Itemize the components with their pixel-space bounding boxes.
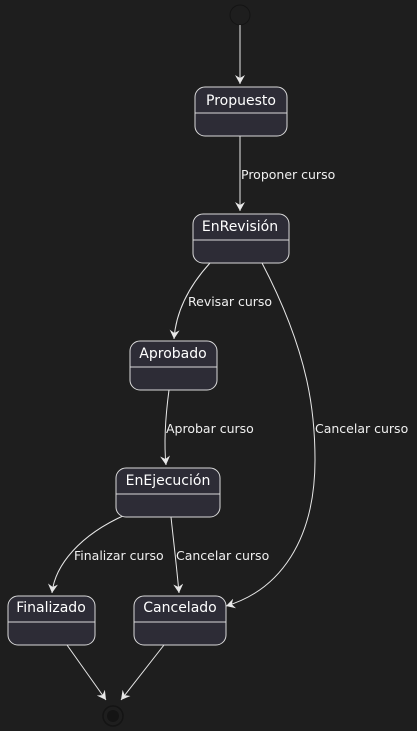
edge-label-cancelar-curso-ejecucion: Cancelar curso xyxy=(176,548,269,563)
edge-aprobado-enejecucion xyxy=(160,389,171,466)
edge-enejecucion-finalizado xyxy=(47,514,126,594)
edge-enejecucion-cancelado xyxy=(170,516,184,594)
state-aprobado: Aprobado xyxy=(129,340,218,391)
state-finalizado: Finalizado xyxy=(7,595,96,646)
edge-label-finalizar-curso: Finalizar curso xyxy=(74,548,164,563)
state-label-propuesto: Propuesto xyxy=(206,93,276,109)
edge-cancelado-end xyxy=(120,644,165,701)
state-enrevision: EnRevisión xyxy=(192,213,290,264)
state-label-cancelado: Cancelado xyxy=(143,600,216,616)
state-label-enrevision: EnRevisión xyxy=(202,219,278,235)
edge-enrevision-cancelado xyxy=(225,262,316,609)
edge-finalizado-end xyxy=(66,644,107,701)
state-label-enejecucion: EnEjecución xyxy=(126,473,211,489)
edge-enrevision-aprobado xyxy=(169,262,211,340)
state-enejecucion: EnEjecución xyxy=(115,467,221,518)
state-cancelado: Cancelado xyxy=(133,595,227,646)
edge-label-proponer-curso: Proponer curso xyxy=(241,167,335,182)
state-propuesto: Propuesto xyxy=(194,86,288,137)
state-label-finalizado: Finalizado xyxy=(16,600,86,616)
initial-state-node xyxy=(229,4,251,26)
edge-label-revisar-curso: Revisar curso xyxy=(188,294,272,309)
edge-label-cancelar-curso-revision: Cancelar curso xyxy=(315,421,408,436)
edge-label-aprobar-curso: Aprobar curso xyxy=(166,421,254,436)
final-state-node xyxy=(102,705,124,727)
state-label-aprobado: Aprobado xyxy=(139,346,206,362)
